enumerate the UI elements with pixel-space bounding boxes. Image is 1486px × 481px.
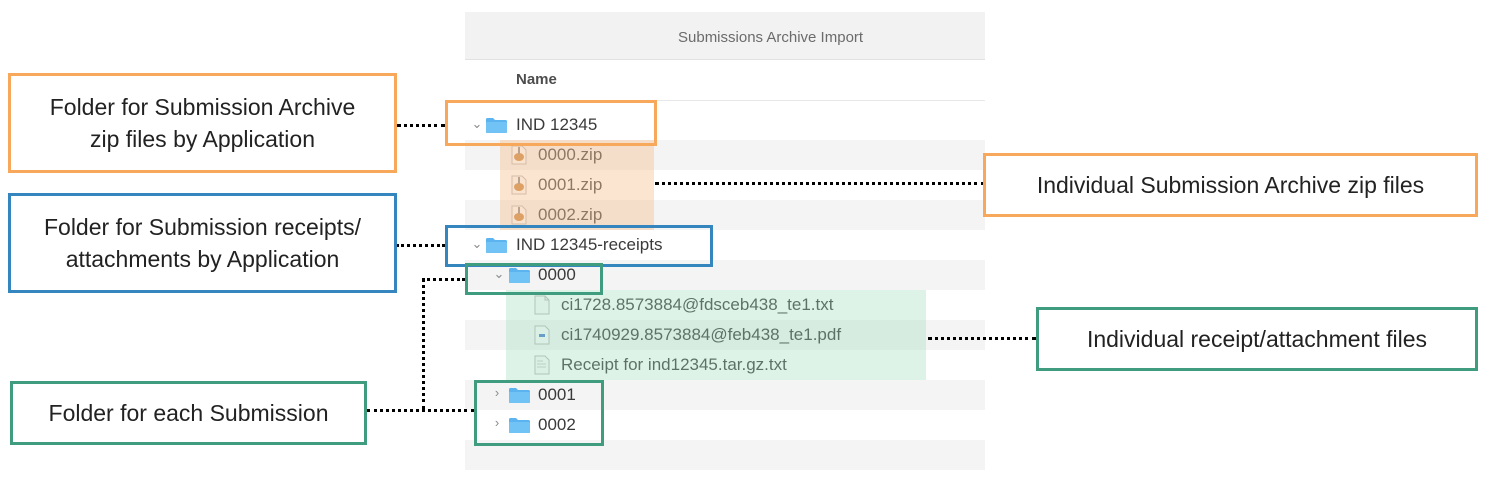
tree-row-0001-zip[interactable]: 0001.zip [465, 170, 985, 200]
tree-row-label: IND 12345-receipts [516, 235, 663, 254]
column-header-name[interactable]: Name [465, 61, 985, 101]
folder-0000-outline [465, 263, 603, 295]
chevron-down-icon[interactable]: ⌄ [493, 266, 505, 281]
column-header-label: Name [516, 71, 557, 88]
tree-row-label: 0001.zip [538, 175, 603, 194]
tree-row-label: 0001 [538, 385, 576, 404]
annotation-text: Folder for Submission Archive [49, 94, 356, 120]
tree-row-label: 0000.zip [538, 145, 603, 164]
tree-row-0000-zip[interactable]: 0000.zip [465, 140, 985, 170]
chevron-right-icon[interactable]: › [494, 385, 500, 400]
file-tree: ⌄ IND 12345 0000.zip 0001.zip 0002.zip ⌄… [465, 110, 985, 470]
annotation-receipts-folder: Folder for Submission receipts/ attachme… [8, 193, 397, 293]
annotation-text: attachments by Application [65, 246, 340, 272]
zip-archive-icon [511, 175, 527, 195]
annotation-text: Individual receipt/attachment files [1086, 326, 1428, 352]
ind-12345-receipts-outline [445, 225, 713, 267]
zip-files-highlight [500, 140, 654, 230]
connector-zip-files [655, 182, 985, 185]
annotation-text: zip files by Application [89, 126, 315, 152]
folder-icon [509, 418, 530, 433]
window-title: Submissions Archive Import [678, 29, 864, 46]
folder-icon [486, 118, 507, 133]
pdf-file-icon [534, 325, 550, 345]
annotation-text: Folder for Submission receipts/ [43, 214, 361, 240]
chevron-right-icon[interactable]: › [494, 415, 500, 430]
tree-row-label: 0002.zip [538, 205, 603, 224]
chevron-down-icon[interactable]: ⌄ [471, 236, 483, 251]
window-titlebar: Submissions Archive Import [465, 12, 985, 60]
connector-vertical [422, 278, 425, 410]
tree-row-ind-12345-receipts[interactable]: ⌄ IND 12345-receipts [465, 230, 985, 260]
tree-row-label: Receipt for ind12345.tar.gz.txt [561, 355, 787, 374]
folders-0001-0002-outline [474, 380, 604, 446]
folder-icon [509, 268, 530, 283]
zip-archive-icon [511, 145, 527, 165]
tree-row-folder-0001[interactable]: › 0001 [465, 380, 985, 410]
folder-icon [486, 238, 507, 253]
tree-row-label: 0002 [538, 415, 576, 434]
ind-12345-outline [445, 100, 657, 146]
annotation-zip-files: Individual Submission Archive zip files [983, 153, 1478, 217]
finder-window: Submissions Archive Import Name ⌄ IND 12… [465, 12, 985, 474]
tree-row-file-pdf[interactable]: ci1740929.8573884@feb438_te1.pdf [465, 320, 985, 350]
tree-row-ind-12345[interactable]: ⌄ IND 12345 [465, 110, 985, 140]
folder-icon [509, 388, 530, 403]
annotation-text: Folder for each Submission [48, 400, 329, 426]
annotation-zip-folder: Folder for Submission Archive zip files … [8, 73, 397, 173]
tree-row-file-txt-2[interactable]: Receipt for ind12345.tar.gz.txt [465, 350, 985, 380]
connector-receipts-folder [396, 244, 445, 247]
receipt-files-highlight [506, 290, 926, 380]
zip-archive-icon [511, 205, 527, 225]
text-file-icon [534, 355, 550, 375]
annotation-receipt-files: Individual receipt/attachment files [1036, 307, 1478, 371]
tree-row-label: ci1740929.8573884@feb438_te1.pdf [561, 325, 842, 344]
tree-row-label: IND 12345 [516, 115, 598, 134]
connector-submission-folders [367, 409, 474, 412]
tree-row-label: 0000 [538, 265, 576, 284]
connector-zip-folder [397, 124, 445, 127]
tree-row-folder-0002[interactable]: › 0002 [465, 410, 985, 440]
tree-row-file-txt-1[interactable]: ci1728.8573884@fdsceb438_te1.txt [465, 290, 985, 320]
tree-row-label: ci1728.8573884@fdsceb438_te1.txt [561, 295, 834, 314]
connector-0000-folder [422, 278, 465, 281]
annotation-text: Individual Submission Archive zip files [1036, 172, 1425, 198]
text-file-icon [534, 295, 550, 315]
chevron-down-icon[interactable]: ⌄ [471, 116, 483, 131]
annotation-submission-folder: Folder for each Submission [10, 381, 367, 445]
connector-receipt-files [928, 337, 1036, 340]
tree-row-folder-0000[interactable]: ⌄ 0000 [465, 260, 985, 290]
